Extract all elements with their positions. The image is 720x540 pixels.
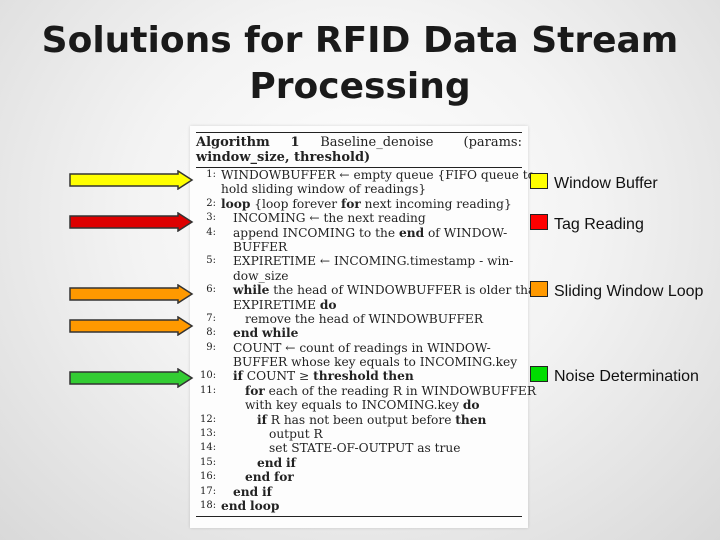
line-number: 16: — [200, 471, 217, 483]
algorithm-line: 10: if COUNT ≥ threshold then — [190, 369, 528, 383]
algorithm-line: 5: EXPIRETIME ← INCOMING.timestamp - win- — [190, 254, 528, 268]
algorithm-line: 16: end for — [190, 470, 528, 484]
arrow-shape — [69, 170, 194, 190]
line-number: 2: — [206, 197, 216, 209]
algorithm-line: 11: for each of the reading R in WINDOWBU… — [190, 384, 536, 398]
algorithm-line: EXPIRETIME do — [190, 298, 528, 312]
algorithm-params: (params: — [463, 135, 523, 150]
line-text: remove the head of WINDOWBUFFER — [245, 311, 484, 326]
arrow-tag-reading — [69, 212, 194, 232]
algorithm-label: Algorithm — [196, 135, 270, 150]
algorithm-line: 4: append INCOMING to the end of WINDOW- — [190, 226, 528, 240]
line-text: while the head of WINDOWBUFFER is older … — [233, 283, 543, 298]
line-text: INCOMING ← the next reading — [233, 211, 426, 226]
line-text: if COUNT ≥ threshold then — [233, 369, 414, 384]
line-text: EXPIRETIME do — [233, 297, 337, 312]
line-number: 1: — [206, 169, 216, 180]
legend-label-noise-determination: Noise Determination — [554, 368, 699, 385]
line-text: if R has not been output before then — [257, 412, 487, 427]
algorithm-line: 14: set STATE-OF-OUTPUT as true — [190, 441, 528, 455]
line-text: end if — [233, 484, 272, 499]
slide-title-line-1: Solutions for RFID Data Stream — [41, 20, 679, 61]
algorithm-box: Algorithm 1 Baseline_denoise (params: wi… — [190, 126, 543, 528]
line-text: end if — [257, 455, 296, 470]
algorithm-line: BUFFER whose key equals to INCOMING.key — [190, 355, 528, 369]
algorithm-line: 9: COUNT ← count of readings in WINDOW- — [190, 341, 528, 355]
line-number: 5: — [206, 255, 216, 267]
algorithm-line: BUFFER — [190, 240, 528, 254]
legend-swatch-window-buffer — [530, 173, 548, 189]
slide-title-line-2: Processing — [249, 66, 471, 107]
line-text: set STATE-OF-OUTPUT as true — [269, 441, 461, 456]
line-text: for each of the reading R in WINDOWBUFFE… — [245, 383, 537, 398]
line-number: 15: — [200, 456, 217, 468]
algorithm-line: hold sliding window of readings} — [190, 182, 528, 196]
legend-label-window-buffer: Window Buffer — [554, 175, 658, 192]
line-number: 6: — [206, 284, 216, 296]
algorithm-number: 1 — [290, 135, 300, 150]
algorithm-line: 6: while the head of WINDOWBUFFER is olde… — [190, 283, 543, 297]
algorithm-line: 13: output R — [190, 427, 528, 441]
line-text: end loop — [221, 498, 280, 513]
line-text: EXPIRETIME ← INCOMING.timestamp - win- — [233, 254, 514, 269]
arrow-shape — [69, 368, 194, 388]
line-number: 11: — [200, 384, 217, 396]
line-number: 17: — [200, 485, 217, 497]
algorithm-bottom-rule — [196, 516, 522, 517]
line-number: 4: — [206, 226, 216, 238]
line-number: 7: — [206, 312, 216, 324]
arrow-noise-determination — [69, 368, 194, 388]
arrow-shape — [69, 316, 194, 336]
algorithm-line: 3: INCOMING ← the next reading — [190, 211, 528, 225]
line-text: BUFFER — [233, 239, 288, 254]
legend-label-sliding-window-loop: Sliding Window Loop — [554, 283, 704, 300]
legend-swatch-sliding-window-loop — [530, 281, 548, 297]
legend-swatch-tag-reading — [530, 214, 548, 230]
algorithm-header: Algorithm 1 Baseline_denoise (params: wi… — [196, 132, 522, 168]
arrow-shape — [69, 212, 194, 232]
algorithm-line: 1: WINDOWBUFFER ← empty queue {FIFO queue… — [190, 168, 535, 182]
line-text: COUNT ← count of readings in WINDOW- — [233, 340, 491, 355]
algorithm-params-list: window_size, threshold) — [196, 150, 371, 165]
algorithm-line: 7: remove the head of WINDOWBUFFER — [190, 312, 528, 326]
line-number: 3: — [206, 212, 216, 224]
algorithm-line: dow_size — [190, 269, 528, 283]
algorithm-line: 2: loop {loop forever for next incoming r… — [190, 197, 528, 211]
algorithm-line: 8: end while — [190, 326, 528, 340]
algorithm-line: with key equals to INCOMING.key do — [190, 398, 528, 412]
algorithm-line: 18: end loop — [190, 499, 528, 513]
line-number: 13: — [200, 428, 217, 440]
line-number: 10: — [200, 370, 217, 382]
algorithm-line: 17: end if — [190, 485, 528, 499]
line-number: 14: — [200, 442, 217, 454]
line-text: dow_size — [233, 268, 289, 283]
arrow-window-buffer — [69, 170, 194, 190]
line-number: 8: — [206, 327, 216, 339]
line-text: with key equals to INCOMING.key do — [245, 398, 480, 413]
slide-title: Solutions for RFID Data Stream Processin… — [0, 18, 720, 110]
line-text: output R — [269, 427, 323, 442]
line-text: end for — [245, 470, 294, 485]
arrow-sliding-loop-2 — [69, 316, 194, 336]
algorithm-name: Baseline_denoise — [320, 135, 434, 150]
line-text: end while — [233, 326, 299, 341]
algorithm-line: 12: if R has not been output before then — [190, 413, 528, 427]
line-text: loop {loop forever for next incoming rea… — [221, 196, 512, 211]
line-text: BUFFER whose key equals to INCOMING.key — [233, 355, 518, 370]
legend-label-tag-reading: Tag Reading — [554, 216, 644, 233]
line-text: WINDOWBUFFER ← empty queue {FIFO queue t… — [221, 168, 535, 182]
algorithm-line: 15: end if — [190, 456, 528, 470]
arrow-sliding-loop-1 — [69, 284, 194, 304]
algorithm-lines: 1: WINDOWBUFFER ← empty queue {FIFO queue… — [190, 168, 543, 513]
line-text: append INCOMING to the end of WINDOW- — [233, 225, 508, 240]
line-number: 18: — [200, 499, 217, 511]
legend-swatch-noise-determination — [530, 366, 548, 382]
line-text: hold sliding window of readings} — [221, 182, 427, 197]
line-number: 12: — [200, 413, 217, 425]
arrow-shape — [69, 284, 194, 304]
line-number: 9: — [206, 341, 216, 353]
